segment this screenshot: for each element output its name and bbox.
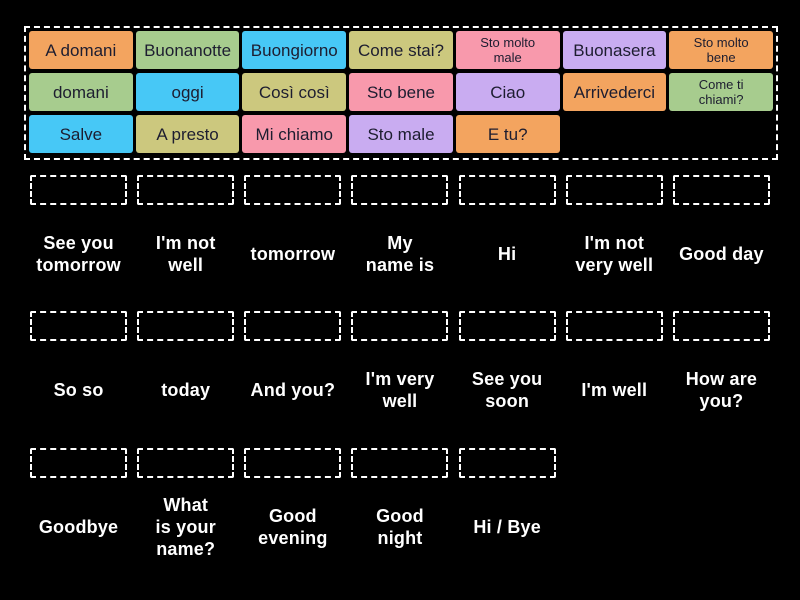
answer-slot[interactable] (458, 175, 556, 205)
answer-label: I'm not well (155, 233, 216, 275)
answer-slot[interactable] (458, 311, 556, 341)
word-tile[interactable]: Salve (29, 115, 133, 153)
word-tile[interactable]: Sto molto male (455, 31, 560, 69)
answer-slot[interactable] (565, 175, 663, 205)
word-tile[interactable]: Come stai? (349, 31, 453, 69)
answer-label: And you? (250, 380, 336, 400)
answer-slot[interactable] (458, 448, 556, 478)
answer-labels-row: See you tomorrow I'm not well tomorrow My n… (25, 213, 775, 295)
answer-slot[interactable] (137, 175, 235, 205)
answer-slot[interactable] (351, 448, 449, 478)
answer-slots-row (25, 448, 775, 478)
answer-slots-row (25, 311, 775, 341)
answer-slot[interactable] (672, 311, 770, 341)
word-tile[interactable]: Ciao (455, 73, 560, 111)
answer-label: I'm very well (365, 369, 435, 411)
match-group-1: See you tomorrow I'm not well tomorrow My n… (25, 175, 775, 295)
answer-slot[interactable] (565, 311, 663, 341)
answer-label: Good evening (258, 506, 328, 548)
match-group-2: So so today And you? I'm very well See you s… (25, 311, 775, 431)
answer-slot[interactable] (351, 311, 449, 341)
word-tile[interactable]: A presto (135, 115, 240, 153)
answer-slot[interactable] (672, 175, 770, 205)
answer-label: So so (53, 380, 104, 400)
answer-label: See you soon (471, 369, 543, 411)
answer-slot[interactable] (30, 448, 128, 478)
word-tile[interactable]: E tu? (455, 115, 560, 153)
answer-label: See you tomorrow (36, 233, 121, 275)
answer-label: I'm well (581, 380, 648, 400)
answer-label: Good night (376, 506, 424, 548)
answer-label: Hi / Bye (473, 517, 541, 537)
word-tile[interactable]: Sto male (349, 115, 453, 153)
word-tile[interactable]: Arrivederci (562, 73, 667, 111)
answer-slot[interactable] (244, 311, 342, 341)
answer-slot[interactable] (137, 448, 235, 478)
answer-slot[interactable] (351, 175, 449, 205)
match-group-3: Goodbye What is your name? Good evening Goo… (25, 448, 775, 568)
answer-labels-row: So so today And you? I'm very well See you s… (25, 349, 775, 431)
word-tile[interactable]: oggi (135, 73, 240, 111)
answer-slots-row (25, 175, 775, 205)
answer-slot[interactable] (30, 311, 128, 341)
answer-label: Hi (497, 244, 517, 264)
word-tile[interactable]: Buonasera (562, 31, 667, 69)
answer-labels-row: Goodbye What is your name? Good evening Goo… (25, 486, 775, 568)
answer-label: Good day (679, 244, 764, 264)
word-tile[interactable]: Sto bene (349, 73, 453, 111)
answer-slot[interactable] (244, 175, 342, 205)
answer-label: tomorrow (250, 244, 336, 264)
word-tile[interactable]: Sto molto bene (669, 31, 773, 69)
answer-label: How are you? (685, 369, 758, 411)
answer-label: today (161, 380, 211, 400)
answer-label: I'm not very well (575, 233, 654, 275)
answer-slot[interactable] (137, 311, 235, 341)
answer-label: My name is (365, 233, 435, 275)
word-tile[interactable]: Così così (242, 73, 347, 111)
answer-label: Goodbye (38, 517, 119, 537)
answer-slot[interactable] (244, 448, 342, 478)
word-tile[interactable]: A domani (29, 31, 133, 69)
word-tile[interactable]: Mi chiamo (242, 115, 347, 153)
word-tile[interactable]: Buonanotte (135, 31, 240, 69)
word-tile[interactable]: domani (29, 73, 133, 111)
word-tile[interactable]: Come ti chiami? (669, 73, 773, 111)
answer-slot[interactable] (30, 175, 128, 205)
word-tile[interactable]: Buongiorno (242, 31, 347, 69)
answer-label: What is your name? (155, 495, 216, 559)
